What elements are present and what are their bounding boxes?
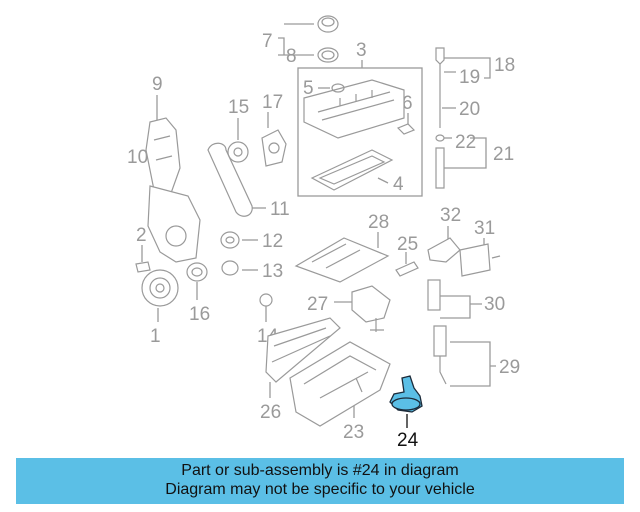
oil-cooler <box>459 243 501 277</box>
callout-15: 15 <box>228 97 249 118</box>
callout-10: 10 <box>127 147 148 168</box>
idler-12 <box>220 231 240 249</box>
callout-18: 18 <box>494 55 515 76</box>
banner-line-2: Diagram may not be specific to your vehi… <box>165 481 475 498</box>
callout-2: 2 <box>136 225 147 246</box>
leader-lines <box>141 23 496 428</box>
callout-32: 32 <box>440 205 461 226</box>
callout-21: 21 <box>493 144 514 165</box>
callout-9: 9 <box>152 74 163 95</box>
callout-20: 20 <box>459 99 480 120</box>
oil-cap <box>317 15 339 33</box>
pcv-fitting <box>396 123 416 135</box>
cap-seal <box>317 47 339 63</box>
oil-pressure-switch <box>433 325 447 385</box>
oil-pickup-tube-highlighted[interactable] <box>389 375 423 413</box>
timing-belt <box>207 142 253 217</box>
crank-gear <box>186 262 208 282</box>
callout-11: 11 <box>270 199 290 220</box>
info-banner: Part or sub-assembly is #24 in diagram D… <box>16 458 624 504</box>
oil-pan-baffle <box>294 237 390 283</box>
callout-25: 25 <box>397 234 418 255</box>
callout-28: 28 <box>368 212 389 233</box>
dipstick <box>435 47 445 128</box>
callout-27: 27 <box>307 294 328 315</box>
callout-5: 5 <box>303 78 314 99</box>
oil-pan <box>289 341 391 427</box>
callout-12: 12 <box>262 231 283 252</box>
tensioner-pulley <box>227 141 249 163</box>
callout-13: 13 <box>262 261 283 282</box>
callout-6: 6 <box>402 93 413 114</box>
pulley-13 <box>221 260 239 276</box>
filter-element <box>427 279 441 311</box>
oil-pan-gasket <box>265 317 341 383</box>
callout-29: 29 <box>499 357 520 378</box>
callout-16: 16 <box>189 304 210 325</box>
banner-line-1: Part or sub-assembly is #24 in diagram <box>181 462 459 479</box>
dipstick-tube <box>435 134 445 189</box>
bolt-2 <box>135 261 151 273</box>
callout-4: 4 <box>393 174 404 195</box>
crank-pulley <box>141 269 179 307</box>
callout-24: 24 <box>397 430 419 451</box>
plug-14 <box>259 293 273 307</box>
callout-19: 19 <box>459 67 480 88</box>
oil-filter-housing <box>427 237 461 263</box>
lower-timing-cover <box>147 185 201 263</box>
valve-cover <box>303 79 405 139</box>
callout-22: 22 <box>455 132 476 153</box>
callout-17: 17 <box>262 92 283 113</box>
callout-labels: 7 8 3 5 6 4 9 10 15 17 11 2 12 13 16 1 1… <box>127 31 520 451</box>
callout-23: 23 <box>343 422 364 443</box>
callout-31: 31 <box>474 218 495 239</box>
callout-30: 30 <box>484 294 505 315</box>
idler-bracket <box>261 129 287 167</box>
oil-pickup-seal <box>395 261 419 277</box>
oil-pump <box>351 285 391 332</box>
callout-3: 3 <box>356 40 367 61</box>
callout-8: 8 <box>286 46 297 67</box>
callout-1: 1 <box>150 326 161 347</box>
timing-cover <box>145 117 181 197</box>
callout-7: 7 <box>262 31 273 52</box>
valve-cover-gasket <box>310 149 394 191</box>
callout-26: 26 <box>260 402 281 423</box>
